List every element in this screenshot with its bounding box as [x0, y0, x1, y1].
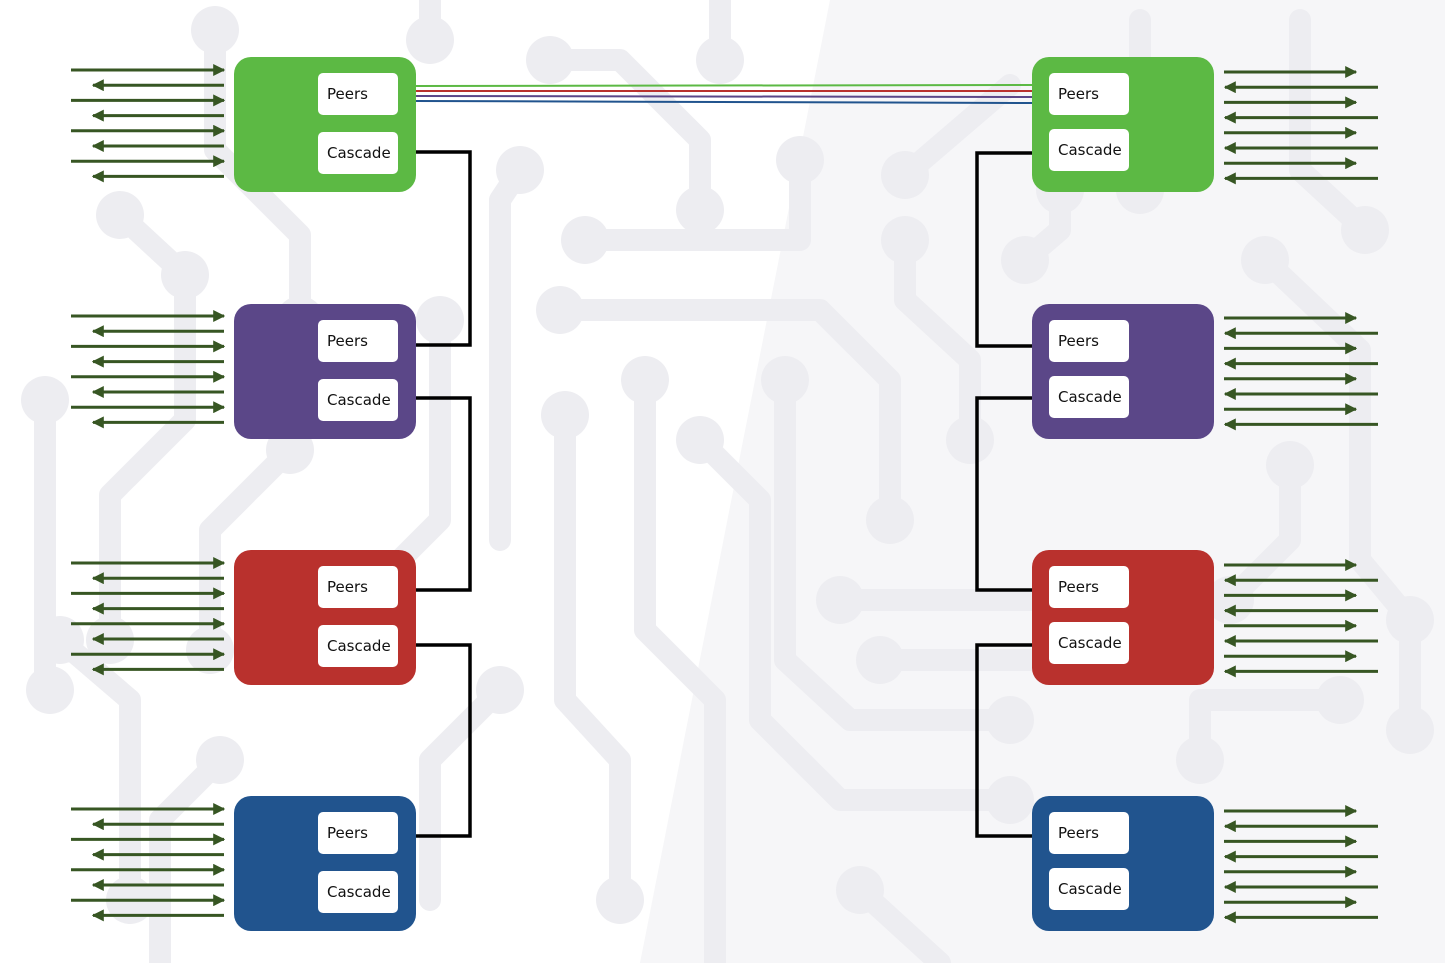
circuit-pad — [1386, 596, 1434, 644]
cascade-port[interactable]: Cascade — [318, 132, 398, 174]
circuit-pad — [676, 416, 724, 464]
switch-node-left-blue[interactable]: Peers Cascade — [234, 796, 416, 931]
cascade-link-left — [416, 396, 472, 592]
circuit-pad — [816, 576, 864, 624]
circuit-pad — [21, 376, 69, 424]
circuit-pad — [1001, 236, 1049, 284]
circuit-pad — [1341, 206, 1389, 254]
circuit-pad — [1266, 441, 1314, 489]
circuit-trace — [99, 204, 196, 651]
circuit-pad — [1176, 736, 1224, 784]
circuit-pad — [836, 866, 884, 914]
circuit-trace — [1254, 249, 1421, 741]
circuit-pad — [621, 356, 669, 404]
circuit-pad — [1386, 706, 1434, 754]
peer-link-green — [415, 84, 1033, 87]
cascade-port[interactable]: Cascade — [318, 379, 398, 421]
switch-node-left-green[interactable]: Peers Cascade — [234, 57, 416, 192]
circuit-pad — [496, 146, 544, 194]
circuit-pad — [1316, 676, 1364, 724]
cascade-port[interactable]: Cascade — [1049, 376, 1129, 418]
circuit-pad — [26, 666, 74, 714]
circuit-pad — [161, 251, 209, 299]
circuit-trace — [894, 229, 981, 451]
switch-node-left-purple[interactable]: Peers Cascade — [234, 304, 416, 439]
circuit-trace — [554, 404, 631, 911]
switch-node-right-red[interactable]: Peers Cascade — [1032, 550, 1214, 685]
circuit-pad — [476, 666, 524, 714]
circuit-pad — [986, 776, 1034, 824]
circuit-trace — [419, 679, 511, 911]
circuit-trace — [574, 149, 811, 251]
cascade-link-left — [416, 150, 472, 347]
circuit-pad — [416, 296, 464, 344]
peers-port[interactable]: Peers — [318, 73, 398, 115]
switch-node-right-blue[interactable]: Peers Cascade — [1032, 796, 1214, 931]
switch-node-left-red[interactable]: Peers Cascade — [234, 550, 416, 685]
circuit-trace — [204, 19, 311, 331]
circuit-pad — [696, 36, 744, 84]
circuit-pad — [761, 356, 809, 404]
peers-port[interactable]: Peers — [318, 566, 398, 608]
cascade-port[interactable]: Cascade — [1049, 868, 1129, 910]
circuit-trace — [539, 49, 711, 221]
circuit-trace — [1289, 9, 1376, 241]
peer-link-purple — [415, 95, 1033, 98]
cascade-port[interactable]: Cascade — [1049, 622, 1129, 664]
circuit-pad — [541, 391, 589, 439]
cascade-link-right — [975, 396, 1032, 592]
circuit-pad — [866, 496, 914, 544]
circuit-pad — [96, 191, 144, 239]
circuit-pad — [1241, 236, 1289, 284]
circuit-pad — [986, 696, 1034, 744]
peers-port[interactable]: Peers — [1049, 566, 1129, 608]
peers-port[interactable]: Peers — [1049, 320, 1129, 362]
cascade-link-right — [975, 643, 1032, 838]
cascade-port[interactable]: Cascade — [318, 871, 398, 913]
cascade-port[interactable]: Cascade — [318, 625, 398, 667]
circuit-pad — [946, 416, 994, 464]
cascade-link-left — [416, 643, 472, 838]
circuit-trace — [549, 299, 901, 531]
peers-port[interactable]: Peers — [1049, 73, 1129, 115]
peers-port[interactable]: Peers — [1049, 812, 1129, 854]
peers-port[interactable]: Peers — [318, 812, 398, 854]
circuit-pad — [561, 216, 609, 264]
peers-port[interactable]: Peers — [318, 320, 398, 362]
circuit-pad — [191, 6, 239, 54]
cascade-port[interactable]: Cascade — [1049, 129, 1129, 171]
circuit-pad — [536, 286, 584, 334]
switch-node-right-purple[interactable]: Peers Cascade — [1032, 304, 1214, 439]
circuit-pad — [526, 36, 574, 84]
circuit-pad — [676, 186, 724, 234]
cascade-link-right — [975, 151, 1032, 348]
switch-node-right-green[interactable]: Peers Cascade — [1032, 57, 1214, 192]
circuit-pad — [856, 636, 904, 684]
circuit-pad — [406, 16, 454, 64]
circuit-pad — [36, 616, 84, 664]
circuit-pad — [596, 876, 644, 924]
circuit-trace — [689, 429, 1021, 811]
circuit-pad — [881, 151, 929, 199]
circuit-pad — [196, 736, 244, 784]
circuit-trace — [49, 629, 141, 911]
circuit-trace — [774, 369, 1021, 731]
peer-link-blue — [415, 100, 1033, 104]
circuit-pad — [881, 216, 929, 264]
circuit-pad — [776, 136, 824, 184]
circuit-trace — [634, 369, 726, 963]
